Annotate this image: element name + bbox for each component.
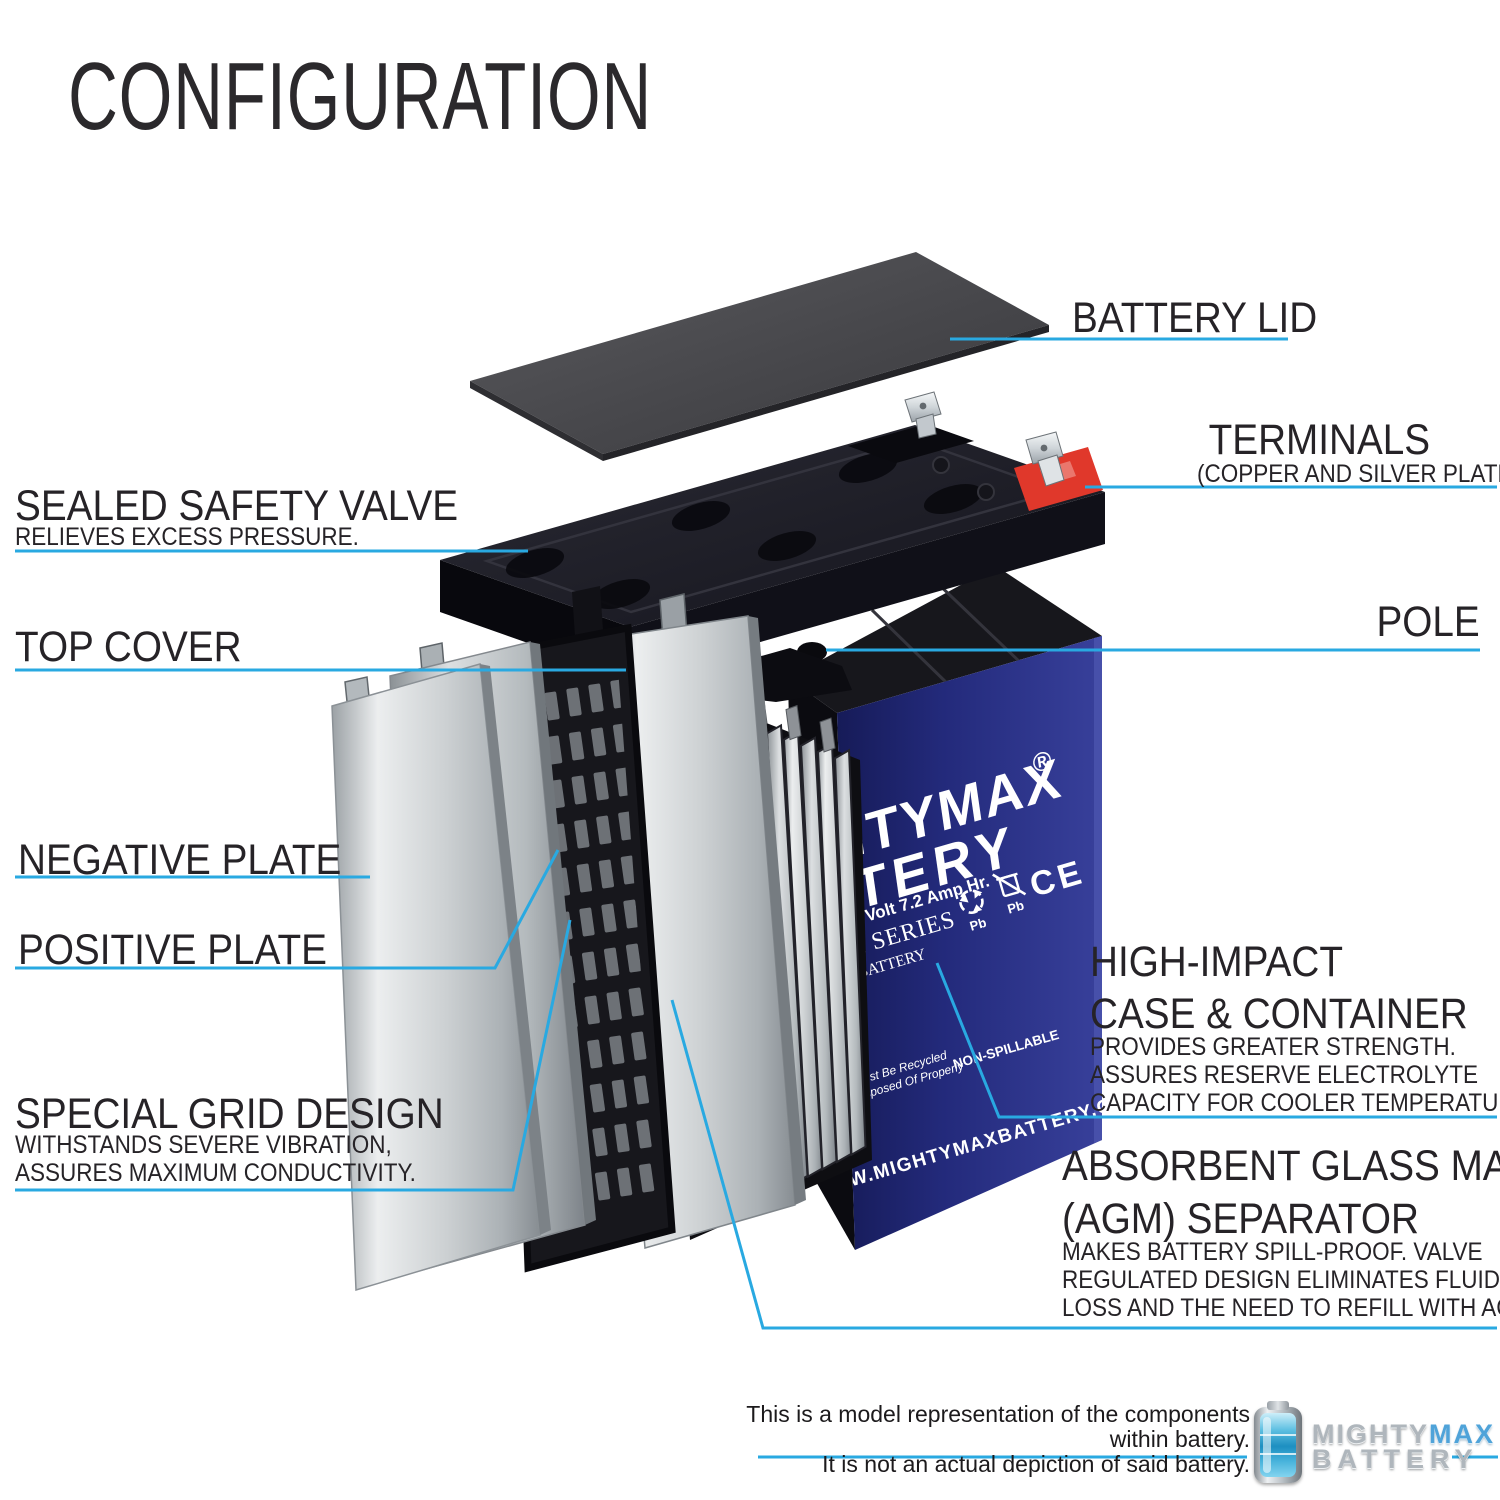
label-negative-plate: NEGATIVE PLATE: [18, 836, 342, 884]
label-high-impact-sub1: PROVIDES GREATER STRENGTH.: [1090, 1033, 1456, 1061]
grid-slot: [568, 731, 585, 761]
grid-slot: [596, 815, 612, 845]
grid-slot: [620, 855, 637, 885]
leader-special-grid: [15, 919, 572, 1192]
safety-valve-vents: [505, 453, 983, 609]
label-agm-sub3: LOSS AND THE NEED TO REFILL WITH ACID.: [1062, 1294, 1500, 1322]
grid-slot: [606, 991, 622, 1021]
terminal-tab-rear: [904, 391, 942, 439]
grid-slot: [587, 1039, 603, 1069]
label-agm-2: (AGM) SEPARATOR: [1062, 1195, 1419, 1243]
leader-agm-separator: [670, 999, 1497, 1330]
grid-slot: [584, 995, 600, 1025]
top-cover: [440, 391, 1105, 679]
svg-text:Pb: Pb: [968, 915, 988, 934]
label-special-grid-sub2: ASSURES MAXIMUM CONDUCTIVITY.: [15, 1159, 416, 1187]
label-terminals: TERMINALS: [1208, 416, 1430, 464]
label-special-grid: SPECIAL GRID DESIGN: [15, 1090, 444, 1138]
grid-slot: [588, 683, 604, 713]
grid-slot: [598, 859, 615, 889]
svg-text:®: ®: [1031, 744, 1054, 779]
grid-slot: [603, 947, 620, 977]
grid-slot: [571, 775, 587, 805]
grid-slot: [614, 1123, 630, 1153]
grid-slot: [593, 771, 609, 801]
grid-slot: [636, 1119, 652, 1149]
grid-slot: [631, 1031, 647, 1061]
grid-slot: [590, 727, 607, 757]
label-high-impact-sub3: CAPACITY FOR COOLER TEMPERATURES.: [1090, 1089, 1500, 1117]
label-battery-lid: BATTERY LID: [1072, 294, 1318, 342]
grid-slot: [609, 1035, 625, 1065]
svg-text:Pb: Pb: [1006, 898, 1026, 917]
label-high-impact-sub2: ASSURES RESERVE ELECTROLYTE: [1090, 1061, 1479, 1089]
no-trash-pb-icon: Pb: [992, 872, 1027, 917]
plate: [819, 717, 836, 753]
grid-slot: [625, 943, 642, 973]
label-terminals-sub: (COPPER AND SILVER PLATED): [1197, 460, 1500, 488]
logo-battery: BATTERY: [1312, 1444, 1479, 1474]
recycle-pb-icon: Pb: [959, 889, 988, 934]
plate: [785, 704, 802, 741]
case-blue-face: [837, 636, 1102, 1250]
label-agm-sub2: REGULATED DESIGN ELIMINATES FLUID: [1062, 1266, 1500, 1294]
label-sealed-safety-valve-sub: RELIEVES EXCESS PRESSURE.: [15, 523, 359, 551]
label-special-grid-sub1: WITHSTANDS SEVERE VIBRATION,: [15, 1131, 392, 1159]
leader-high-impact-case: [935, 962, 1497, 1119]
label-agm-sub1: MAKES BATTERY SPILL-PROOF. VALVE: [1062, 1238, 1483, 1266]
footer-disclaimer: This is a model representation of the co…: [746, 1401, 1250, 1477]
terminals: [848, 391, 1103, 511]
grid-slot: [566, 687, 582, 717]
plate: [833, 748, 867, 1157]
grid-slot: [616, 1167, 633, 1197]
label-high-impact-1: HIGH-IMPACT: [1090, 938, 1343, 986]
leader-positive-plate: [15, 849, 560, 970]
grid-slot: [633, 1075, 650, 1105]
grid-slot: [594, 1171, 611, 1201]
callout-leader-lines: [15, 337, 1498, 1459]
terminal-tab-front: [1025, 431, 1065, 487]
grid-slot: [574, 819, 590, 849]
grid-slot: [544, 691, 560, 721]
label-high-impact-2: CASE & CONTAINER: [1090, 990, 1468, 1038]
grid-slot: [601, 903, 617, 933]
grid-slot: [623, 899, 639, 929]
grid-slot: [592, 1127, 608, 1157]
page-title: CONFIGURATION: [68, 43, 653, 150]
label-top-cover: TOP COVER: [15, 623, 242, 671]
grid-slot: [581, 951, 598, 981]
label-agm-1: ABSORBENT GLASS MAT: [1062, 1142, 1500, 1190]
grid-slot: [611, 1079, 628, 1109]
battery-lid: [470, 252, 1049, 461]
grid-slot: [576, 863, 593, 893]
label-positive-plate: POSITIVE PLATE: [18, 926, 327, 974]
grid-slot: [579, 907, 595, 937]
logo-mightymax: MIGHTYMAX: [1312, 1419, 1495, 1449]
grid-slot: [638, 1163, 655, 1193]
label-pole: POLE: [1376, 598, 1480, 646]
label-sealed-safety-valve: SEALED SAFETY VALVE: [15, 482, 459, 530]
grid-slot: [628, 987, 644, 1017]
battery-logo-icon: [1254, 1401, 1302, 1483]
grid-slot: [589, 1083, 606, 1113]
